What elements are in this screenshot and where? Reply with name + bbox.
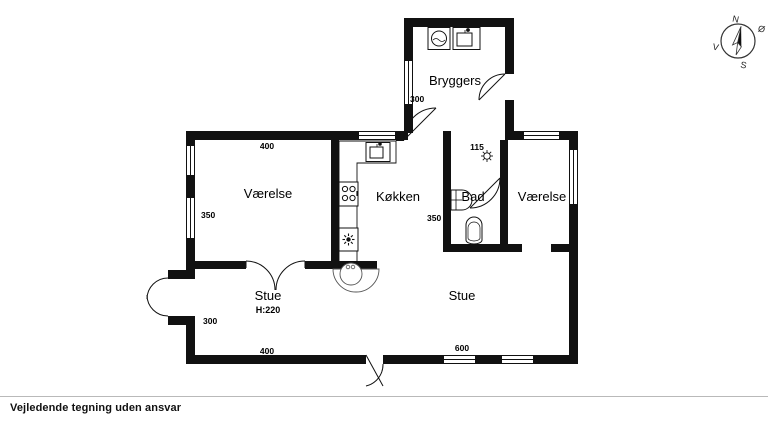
sink-icon-bryggers (452, 27, 481, 50)
footer-divider (0, 396, 768, 397)
wall-main-top-right-a (505, 131, 523, 140)
window-left-lower (186, 197, 195, 239)
wall-vaerelse-left-bottom-a (186, 261, 246, 269)
stove-icon (338, 181, 359, 207)
ceiling-light-icon (481, 150, 493, 162)
compass-north: N (731, 13, 739, 24)
wall-bryggers-left-lower (404, 105, 413, 133)
door-bryggers-right (478, 73, 506, 101)
door-bad (469, 177, 501, 209)
burner-icon (338, 227, 359, 252)
room-label-kokken: Køkken (376, 189, 420, 204)
fixtures (332, 27, 493, 293)
window-bottom-right (501, 355, 534, 364)
room-labels: Bryggers Værelse Køkken Bad Værelse Stue… (244, 73, 566, 315)
room-label-bryggers: Bryggers (429, 73, 482, 88)
window-vaerelse-right-top (523, 131, 560, 140)
wall-main-left-a (186, 131, 195, 145)
toilet-icon (465, 216, 483, 245)
wall-kokken-right-top (396, 131, 404, 141)
dimension-labels: 400 350 300 115 350 300 400 600 (201, 94, 484, 356)
wall-main-bottom-c (476, 355, 501, 364)
wall-main-left-d (186, 316, 195, 364)
room-label-vaerelse-right: Værelse (518, 189, 566, 204)
compass-south: S (740, 60, 748, 71)
room-label-stue-right: Stue (449, 288, 476, 303)
dim-vaerelse-left-side: 350 (201, 210, 215, 220)
disclaimer-caption: Vejledende tegning uden ansvar (10, 402, 182, 414)
room-height-stue-left: H:220 (256, 305, 281, 315)
floor-plan-canvas: Bryggers Værelse Køkken Bad Værelse Stue… (146, 13, 766, 387)
floor-plan-drawing: Bryggers Værelse Køkken Bad Værelse Stue… (146, 13, 766, 387)
window-left-upper (186, 145, 195, 176)
dim-vaerelse-left-top: 400 (260, 141, 274, 151)
walls (168, 18, 578, 364)
wood-stove-icon (332, 262, 380, 293)
dim-stue-right-bottom: 600 (455, 343, 469, 353)
dim-stue-left-bottom: 400 (260, 346, 274, 356)
door-stue-bay (146, 277, 169, 317)
compass-west: V (712, 42, 720, 53)
wall-bryggers-top (404, 18, 514, 27)
window-bryggers-left (404, 60, 413, 105)
wall-bryggers-right-upper (505, 18, 514, 74)
wall-bad-right (500, 140, 508, 252)
wall-bryggers-right-lower (505, 100, 514, 133)
door-entrance (365, 354, 384, 387)
wall-main-right-a (569, 131, 578, 149)
wall-vaerelse-right-bottom-b (551, 244, 578, 252)
compass-rose: N Ø S V (712, 13, 766, 70)
dim-stue-left-side: 300 (203, 316, 217, 326)
wall-main-left-c (186, 239, 195, 270)
washing-machine-icon (427, 27, 451, 50)
dim-bad-side: 350 (427, 213, 441, 223)
room-label-stue-left: Stue (255, 288, 282, 303)
wall-main-bottom-d (534, 355, 578, 364)
wall-vaerelse-left-bottom-b (305, 261, 339, 269)
window-kokken-top (358, 131, 396, 140)
wall-main-left-b (186, 176, 195, 197)
sink-icon-kitchen (365, 142, 391, 162)
door-vaerelse-left-double (245, 260, 306, 291)
wall-main-bottom-b (383, 355, 443, 364)
wall-main-bottom-a (186, 355, 366, 364)
windows (186, 60, 578, 364)
wall-partition-vaerelse-kokken (331, 131, 339, 269)
wall-stue-notch-top (168, 270, 195, 279)
room-label-bad: Bad (461, 189, 484, 204)
wall-main-right-b (569, 205, 578, 364)
wall-stue-notch-bottom (168, 316, 195, 325)
door-bryggers-hall (403, 107, 437, 141)
dim-bad-top: 115 (470, 142, 484, 152)
wall-stue-bay-left-a (168, 270, 177, 278)
dim-bryggers-side: 300 (410, 94, 424, 104)
wall-vaerelse-right-bottom (500, 244, 522, 252)
window-right-exterior (569, 149, 578, 205)
doors (146, 73, 506, 387)
wall-main-top-left (186, 131, 358, 140)
wall-bad-bottom (443, 244, 508, 252)
wall-bad-left (443, 131, 451, 251)
wall-bryggers-left-upper (404, 18, 413, 60)
compass-east: Ø (757, 23, 766, 34)
window-bottom-left (443, 355, 476, 364)
washbasin-icon (450, 189, 473, 211)
room-label-vaerelse-left: Værelse (244, 186, 292, 201)
